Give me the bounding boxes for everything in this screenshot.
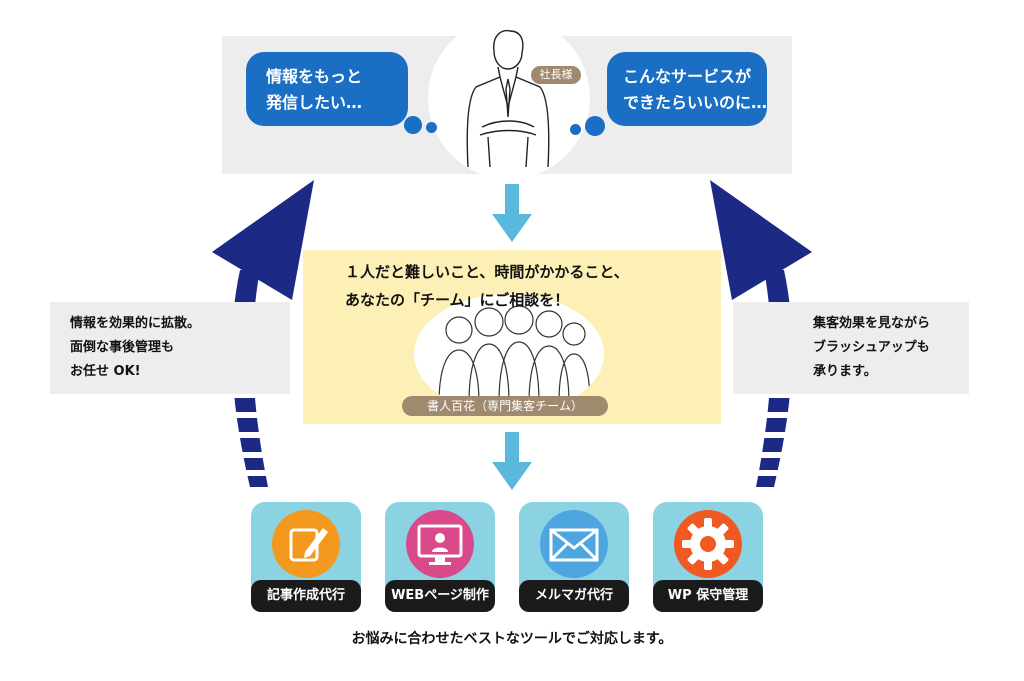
tool-label: 記事作成代行 bbox=[251, 580, 361, 612]
team-tag: 書人百花（専門集客チーム） bbox=[402, 396, 608, 416]
thought-bubble-right: こんなサービスが できたらいいのに… bbox=[607, 52, 767, 126]
monitor-icon bbox=[406, 510, 474, 578]
team-portrait bbox=[414, 294, 604, 414]
footer-text: お悩みに合わせたベストなツールでご対応します。 bbox=[351, 631, 673, 647]
down-arrow-icon bbox=[492, 432, 532, 490]
ceo-portrait bbox=[428, 17, 590, 179]
bubble-dot bbox=[404, 116, 422, 134]
team-message: １人だと難しいこと、時間がかかること、 あなたの「チーム」にご相談を！ bbox=[345, 263, 629, 309]
left-note: 情報を効果的に拡散。 面倒な事後管理も お任せ OK! bbox=[50, 302, 290, 394]
bubble-dot bbox=[570, 124, 581, 135]
right-note: 集客効果を見ながら ブラッシュアップも 承ります。 bbox=[733, 302, 969, 394]
ceo-role-tag: 社長様 bbox=[531, 66, 581, 84]
tool-label: WEBページ制作 bbox=[385, 580, 495, 612]
tool-label: メルマガ代行 bbox=[519, 580, 629, 612]
gear-icon bbox=[674, 510, 742, 578]
team-line-icon bbox=[438, 305, 591, 405]
down-arrow-icon bbox=[492, 184, 532, 242]
businessman-line-icon bbox=[466, 29, 550, 168]
bubble-dot bbox=[426, 122, 437, 133]
thought-bubble-left: 情報をもっと 発信したい… bbox=[246, 52, 408, 126]
tool-label: WP 保守管理 bbox=[653, 580, 763, 612]
bubble-dot bbox=[585, 116, 605, 136]
mail-icon bbox=[540, 510, 608, 578]
pencil-note-icon bbox=[272, 510, 340, 578]
